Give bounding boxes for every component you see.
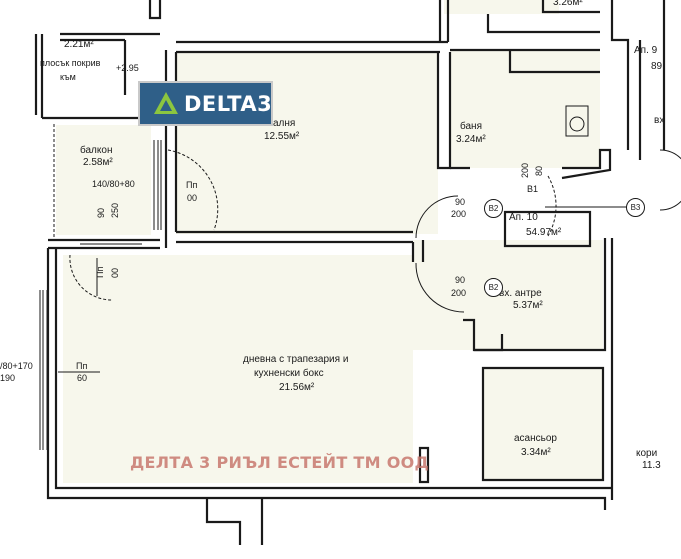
balcony-door-v1: 250 [110,202,120,218]
wall-bedroom-left [164,50,178,248]
delta3-logo: DELTA3 [138,81,273,126]
roof-terrace-top [60,32,160,42]
bedroom-area: 12.55м² [264,131,300,142]
hall-floor [413,240,603,350]
wall-bath-left [436,52,452,170]
living-window-height: 190 [0,373,16,383]
balcony-door-label: Пп [186,180,198,190]
living-window-size: /80+170 [0,361,33,371]
neighbor-apartment-name: Ап. 9 [634,45,658,56]
living-window-label: Пп [76,361,88,371]
bathroom-floor [450,50,600,168]
walls [34,0,666,545]
entry-door-swing [659,149,681,211]
wall-bottom-inner [54,248,612,490]
company-watermark: ДЕЛТА 3 РИЪЛ ЕСТЕЙТ ТМ ООД [130,453,430,472]
wall-bottom-shaft [205,498,264,545]
neighbor-entry-name: вх [654,115,665,126]
hall-door-height: 200 [451,288,467,298]
balcony-door-frame [153,140,162,230]
roof-terrace-name-line2: към [60,72,76,82]
apartment-name: Ап. 10 [509,212,538,223]
corridor-name: кори [636,448,658,459]
top-room-area: 3.26м² [553,0,583,8]
bedroom-door-swing [415,195,459,239]
wall-hall-left [411,240,425,262]
bedroom-name: алня [273,118,296,129]
living-window-frame [39,290,48,450]
balcony-door-v2: 90 [96,207,106,218]
bedroom-door-height: 200 [451,209,467,219]
elevator-floor [483,368,603,480]
living-name-line2: кухненски бокс [254,368,324,379]
balcony-door-swing [167,149,219,231]
balcony-name: балкон [80,145,113,156]
elevator-area: 3.34м² [521,447,551,458]
elevator-shaft [481,366,605,482]
window-leader-lines [58,258,100,373]
logo-text: DELTA3 [184,92,273,116]
entrance-hall-name: вх. антре [499,288,542,299]
living-floor [63,255,413,483]
balcony-lower-label: Пп [95,266,105,278]
wall-hall-right [474,238,607,352]
hall-door-width: 90 [455,275,466,285]
bedroom-floor [176,52,438,234]
living-name-line1: дневна с трапезария и [243,354,349,365]
wall-bedroom-top [176,40,448,54]
balcony-area: 2.58м² [83,157,113,168]
living-window-value: 60 [77,373,88,383]
bathroom-area: 3.24м² [456,134,486,145]
balcony-door-size: 140/80+80 [92,179,135,189]
roof-terrace-area: 2.21м² [64,39,94,50]
room-floors [56,0,603,483]
roof-terrace-name-line1: плосък покрив [40,58,101,68]
bathroom-name: баня [460,121,482,132]
bath-door-tag: B1 [527,184,539,194]
wall-bath-right [561,148,612,180]
bedroom-door-tag: B2 [484,199,503,218]
wall-top-corr [486,14,600,34]
wall-bedroom-living [176,230,413,244]
neighbor-apartment-area: 89. [651,61,665,72]
balcony-lower-frame [80,239,142,249]
wall-top-room-left [438,0,450,42]
balcony-floor [56,125,151,235]
apartment-tag-box [503,210,592,248]
balcony-lower-swing [69,254,113,301]
wall-bath-niche [508,50,600,74]
living-area: 21.56м² [279,382,315,393]
wall-top-room [541,0,600,14]
entrance-hall-area: 5.37м² [513,300,543,311]
apartment-area: 54.97м² [526,227,562,238]
washbasin [565,105,589,137]
bedroom-door-width: 90 [455,197,466,207]
delta-triangle-icon [154,92,178,114]
wall-neighbor [610,0,642,160]
wall-top-left [148,0,162,20]
wall-elevator-stub [418,446,430,484]
hall-door-tag: B2 [484,278,503,297]
wall-bottom [46,248,607,510]
top-room-floor [444,0,559,14]
roof-terrace-level: +2.95 [116,63,139,73]
openings [39,105,681,450]
bath-door-height: 200 [520,162,530,178]
hall-door-swing [415,262,465,313]
corridor-area: 11.3 [642,460,661,471]
elevator-name: асансьор [514,433,557,444]
bath-door-swing [547,175,557,237]
balcony-lower-value: 00 [110,267,120,278]
washbasin-bowl [569,116,585,132]
entry-door-tag: B3 [626,198,645,217]
bath-door-width: 80 [534,165,544,176]
balcony-door-value: 00 [187,193,198,203]
